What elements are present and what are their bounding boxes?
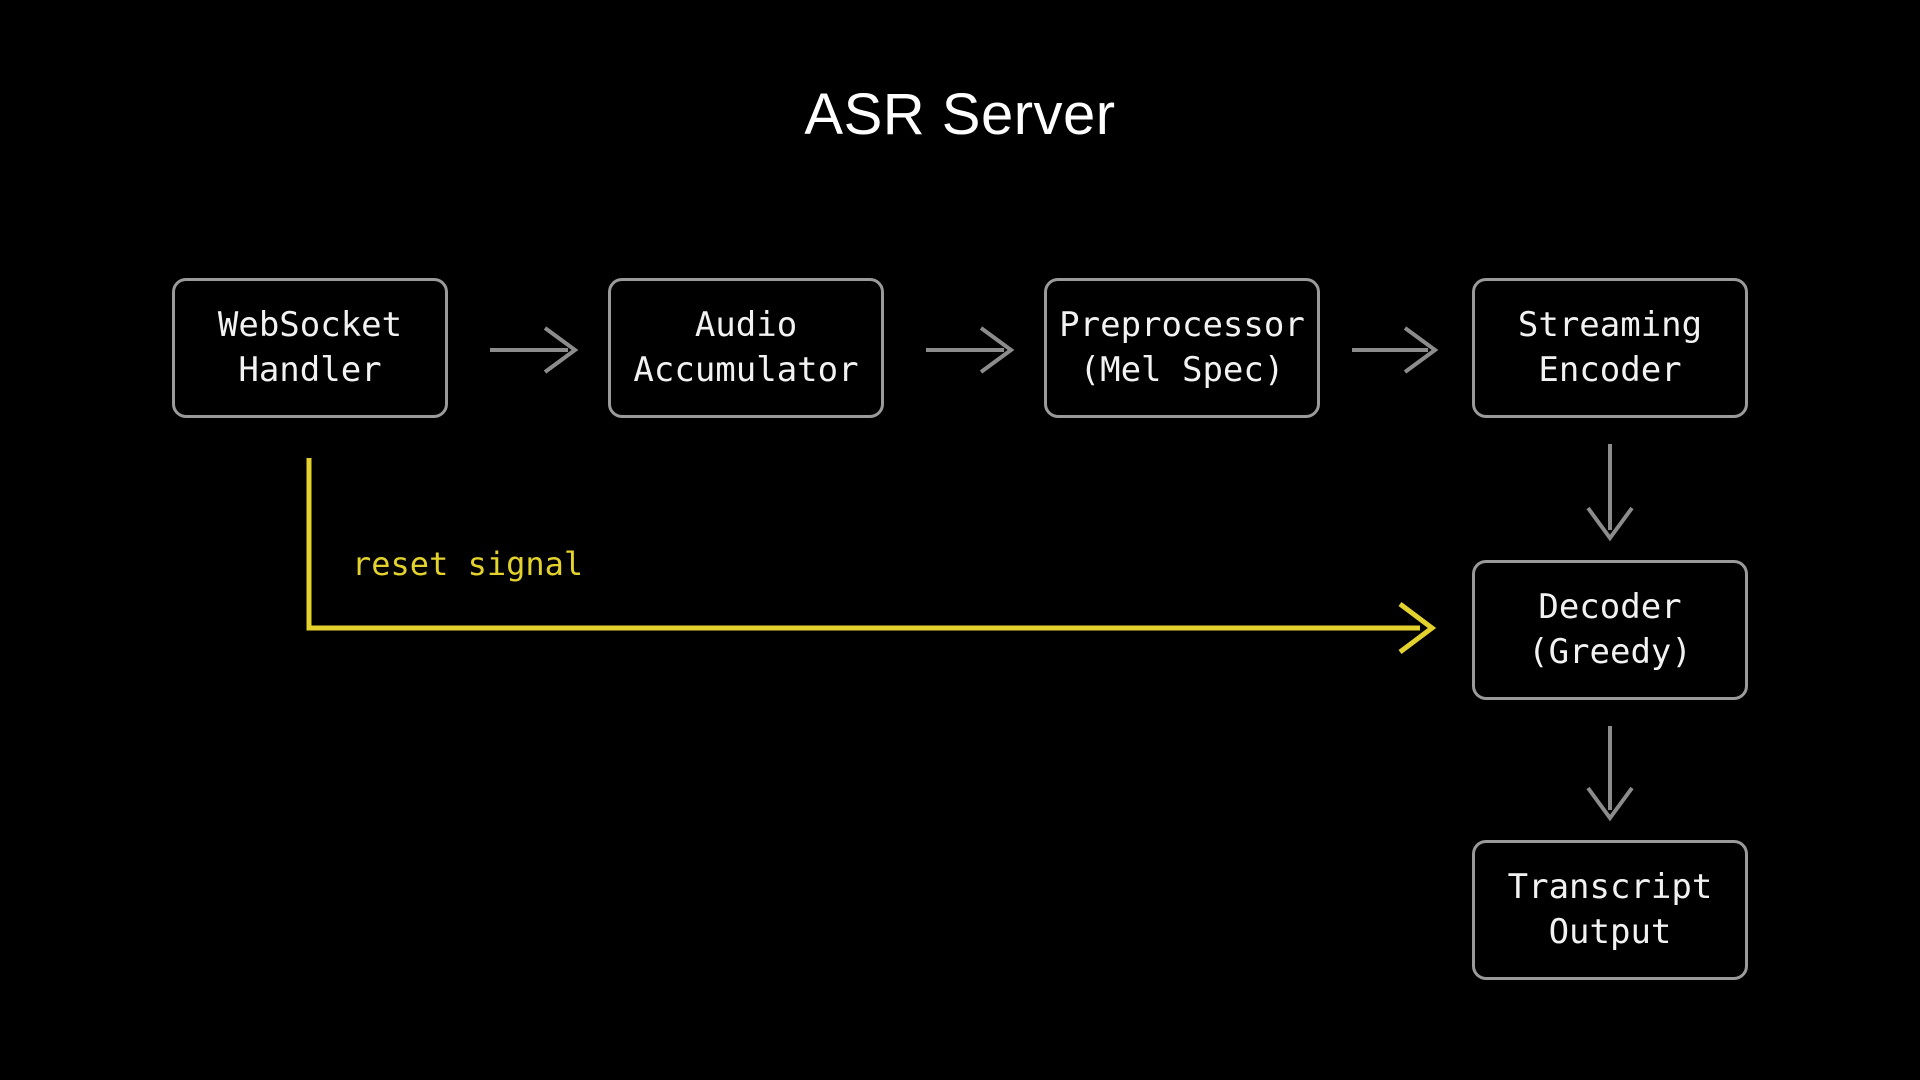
node-preprocessor[interactable]: Preprocessor (Mel Spec): [1044, 278, 1320, 418]
node-label: Streaming Encoder: [1517, 305, 1703, 390]
node-label: Audio Accumulator: [633, 305, 859, 390]
edge-decoder-to-output: [1586, 726, 1634, 822]
node-decoder-greedy[interactable]: Decoder (Greedy): [1472, 560, 1748, 700]
node-audio-accumulator[interactable]: Audio Accumulator: [608, 278, 884, 418]
edge-preproc-to-encoder: [1352, 326, 1439, 374]
node-websocket-handler[interactable]: WebSocket Handler: [172, 278, 448, 418]
edge-label-reset-signal: reset signal: [352, 545, 584, 583]
edge-ws-to-audio: [490, 326, 579, 374]
node-streaming-encoder[interactable]: Streaming Encoder: [1472, 278, 1748, 418]
node-label: Decoder (Greedy): [1528, 587, 1692, 672]
edge-encoder-to-decoder: [1586, 444, 1634, 542]
edge-audio-to-preproc: [926, 326, 1015, 374]
node-transcript-output[interactable]: Transcript Output: [1472, 840, 1748, 980]
node-label: WebSocket Handler: [217, 305, 403, 390]
node-label: Preprocessor (Mel Spec): [1059, 305, 1305, 390]
node-label: Transcript Output: [1507, 867, 1713, 952]
page-title: ASR Server: [804, 82, 1116, 147]
